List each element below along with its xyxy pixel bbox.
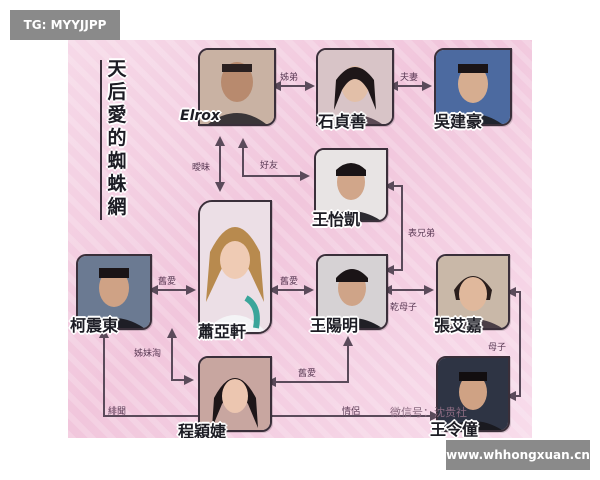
name-wang-yangming: 王陽明 bbox=[310, 316, 359, 335]
name-cheng: 程穎婕 bbox=[178, 422, 227, 438]
label-ex-cheng-wym: 舊愛 bbox=[298, 369, 317, 379]
label-godmother: 乾母子 bbox=[390, 303, 418, 313]
name-elrox: Elrox bbox=[180, 108, 220, 124]
photo-elrox bbox=[198, 48, 276, 126]
relationship-arrows bbox=[99, 81, 521, 421]
photo-shi bbox=[316, 48, 394, 126]
photo-wang-lingtong bbox=[436, 356, 510, 432]
name-xiao: 蕭亞軒 bbox=[198, 322, 247, 341]
watermark-bottom-right: www.whhongxuan.cn bbox=[446, 440, 590, 470]
photo-wu bbox=[434, 48, 512, 126]
page-title: 天后愛的蜘蛛網 bbox=[107, 58, 127, 218]
wechat-watermark: 微信号：沈贵社 bbox=[390, 406, 467, 419]
label-friends: 好友 bbox=[260, 161, 279, 171]
arrow-xiao-cheng bbox=[167, 328, 194, 385]
photo-wang-yikai bbox=[314, 148, 388, 222]
photo-ke bbox=[76, 254, 152, 330]
name-shi: 石貞善 bbox=[318, 112, 367, 131]
label-ambiguous: 曖昧 bbox=[192, 163, 211, 173]
watermark-top-left: TG: MYYJJPP bbox=[10, 10, 120, 40]
title-bar bbox=[100, 60, 102, 220]
name-zhang: 張艾嘉 bbox=[434, 316, 483, 335]
label-couple: 情侶 bbox=[342, 407, 361, 417]
arrow-zhang-wanglingtong bbox=[506, 287, 521, 401]
label-sisters: 姊妹淘 bbox=[134, 349, 162, 359]
arrow-ke-wanglingtong bbox=[99, 328, 440, 421]
name-wang-yikai: 王怡凱 bbox=[312, 210, 361, 229]
name-wu: 吳建豪 bbox=[434, 112, 483, 131]
label-married: 夫妻 bbox=[400, 73, 419, 83]
label-mother-son: 母子 bbox=[488, 343, 507, 353]
name-wang-lingtong: 王令僮 bbox=[430, 420, 479, 438]
label-ex-xiao-wym: 舊愛 bbox=[280, 277, 299, 287]
label-ex-ke-xiao: 舊愛 bbox=[158, 277, 177, 287]
relationship-poster: 天后愛的蜘蛛網 Elrox 石貞善 吳建豪 王怡凱 柯震東 蕭亞軒 王陽明 張艾… bbox=[68, 40, 532, 438]
label-cousins: 表兄弟 bbox=[408, 229, 436, 239]
arrow-wangyikai-wangyangming bbox=[384, 181, 403, 275]
label-siblings: 姊弟 bbox=[280, 73, 299, 83]
arrow-elrox-wangyikai bbox=[238, 138, 310, 181]
photo-wang-yangming bbox=[316, 254, 388, 330]
photo-zhang bbox=[436, 254, 510, 330]
photo-xiao bbox=[198, 200, 272, 334]
label-rumor: 緋聞 bbox=[108, 407, 127, 417]
name-ke: 柯震東 bbox=[70, 316, 119, 335]
photo-cheng bbox=[198, 356, 272, 432]
